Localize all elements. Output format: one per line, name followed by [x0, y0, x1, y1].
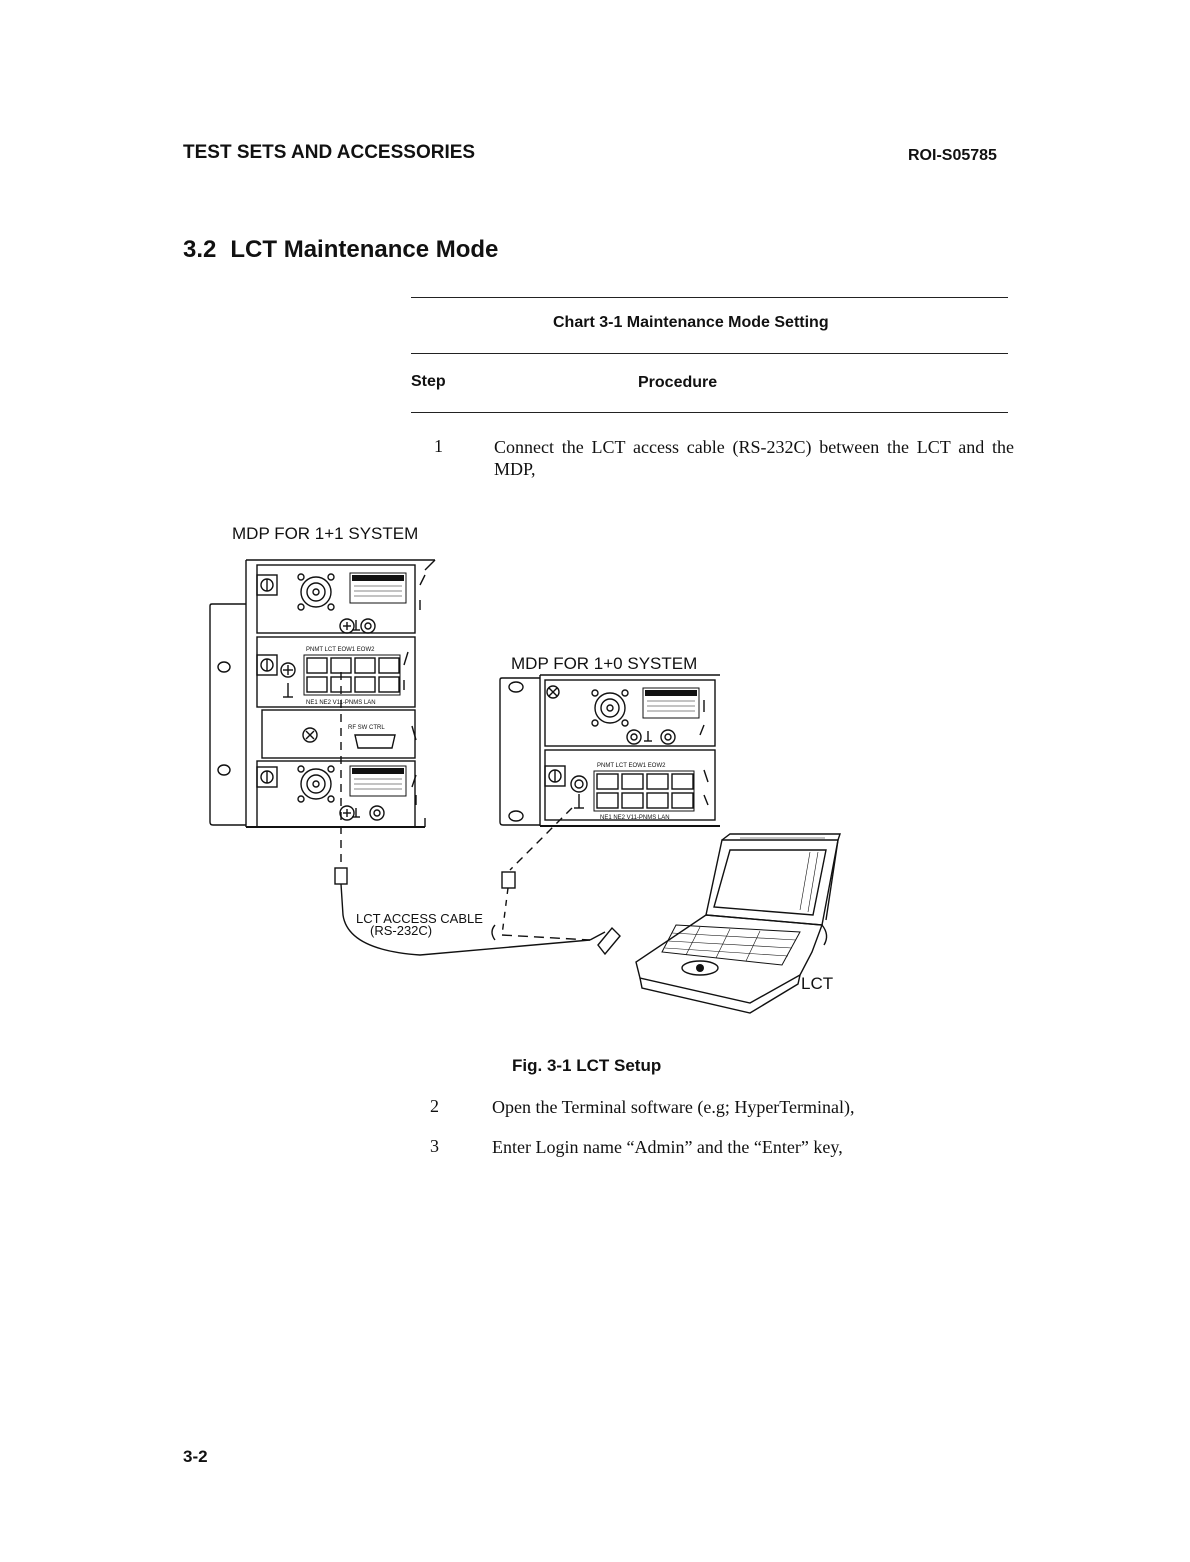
step-number: 3: [430, 1136, 439, 1156]
step-number: 2: [430, 1096, 439, 1116]
section-number: 3.2: [183, 236, 217, 263]
chart-title: Chart 3-1 Maintenance Mode Setting: [553, 314, 829, 331]
mdp-1plus1-label: MDP FOR 1+1 SYSTEM: [232, 524, 418, 543]
table-header-rule: [411, 353, 1008, 354]
port-labels-top: PNMT LCT EOW1 EOW2: [306, 647, 375, 653]
lct-access-cable: [334, 672, 621, 956]
mdp-1plus0-label: MDP FOR 1+0 SYSTEM: [511, 654, 697, 673]
table-top-rule: [411, 297, 1008, 298]
figure-caption: Fig. 3-1 LCT Setup: [512, 1056, 662, 1075]
rf-sw-ctrl-label: RF SW CTRL: [348, 725, 385, 731]
step-text: Connect the LCT access cable (RS-232C) b…: [494, 437, 1014, 479]
section-heading: 3.2 LCT Maintenance Mode: [183, 236, 498, 264]
svg-text:WARNING: WARNING: [356, 576, 380, 582]
warning-label: [349, 572, 407, 604]
mdp-1plus0-unit: PNMT LCT EOW1 EOW2 NE1 NE2 V11-PNMS LAN: [499, 674, 720, 827]
mdp-1plus1-unit: WARNING PNMT LCT EOW1 EOW2 NE1 NE2 V11-P…: [209, 559, 436, 828]
step-number: 1: [434, 436, 443, 456]
section-title: LCT Maintenance Mode: [230, 236, 499, 263]
svg-text:PNMT LCT EOW1 EOW2: PNMT LCT EOW1 EOW2: [597, 763, 666, 769]
running-header-left: TEST SETS AND ACCESSORIES: [183, 142, 476, 163]
page-number: 3-2: [183, 1447, 208, 1466]
column-header-procedure: Procedure: [638, 374, 718, 391]
lct-label: LCT: [801, 974, 833, 993]
cable-label: LCT ACCESS CABLE: [356, 911, 483, 926]
laptop-lct-illustration: [635, 833, 841, 1014]
cable-type-label: (RS-232C): [370, 923, 432, 938]
svg-text:NE1 NE2 V11-PNMS LAN: NE1 NE2 V11-PNMS LAN: [600, 815, 670, 821]
running-header-right: ROI-S05785: [908, 147, 997, 164]
step-text: Open the Terminal software (e.g; HyperTe…: [492, 1097, 855, 1117]
column-header-step: Step: [411, 373, 446, 390]
step-text: Enter Login name “Admin” and the “Enter”…: [492, 1137, 843, 1157]
table-body-rule: [411, 412, 1008, 413]
